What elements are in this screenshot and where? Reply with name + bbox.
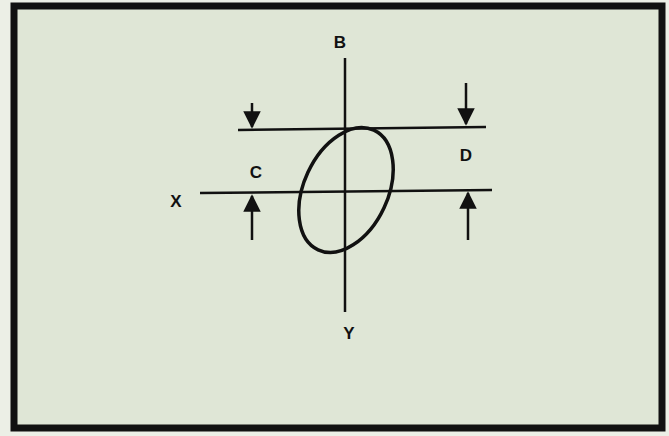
axis-label: C — [250, 164, 262, 181]
axis-label: X — [170, 193, 181, 210]
dimension-arrow — [467, 193, 470, 240]
vertical-axis — [344, 58, 347, 312]
axis-label: B — [334, 34, 346, 51]
horizontal-axis — [200, 190, 492, 193]
axis-label: Y — [343, 325, 354, 342]
axis-label: D — [460, 147, 472, 164]
frame — [14, 6, 662, 428]
dimension-arrow — [251, 196, 254, 240]
dimension-arrow — [465, 83, 468, 124]
dimension-arrow — [251, 103, 254, 127]
lissajous-ellipse — [280, 112, 412, 267]
